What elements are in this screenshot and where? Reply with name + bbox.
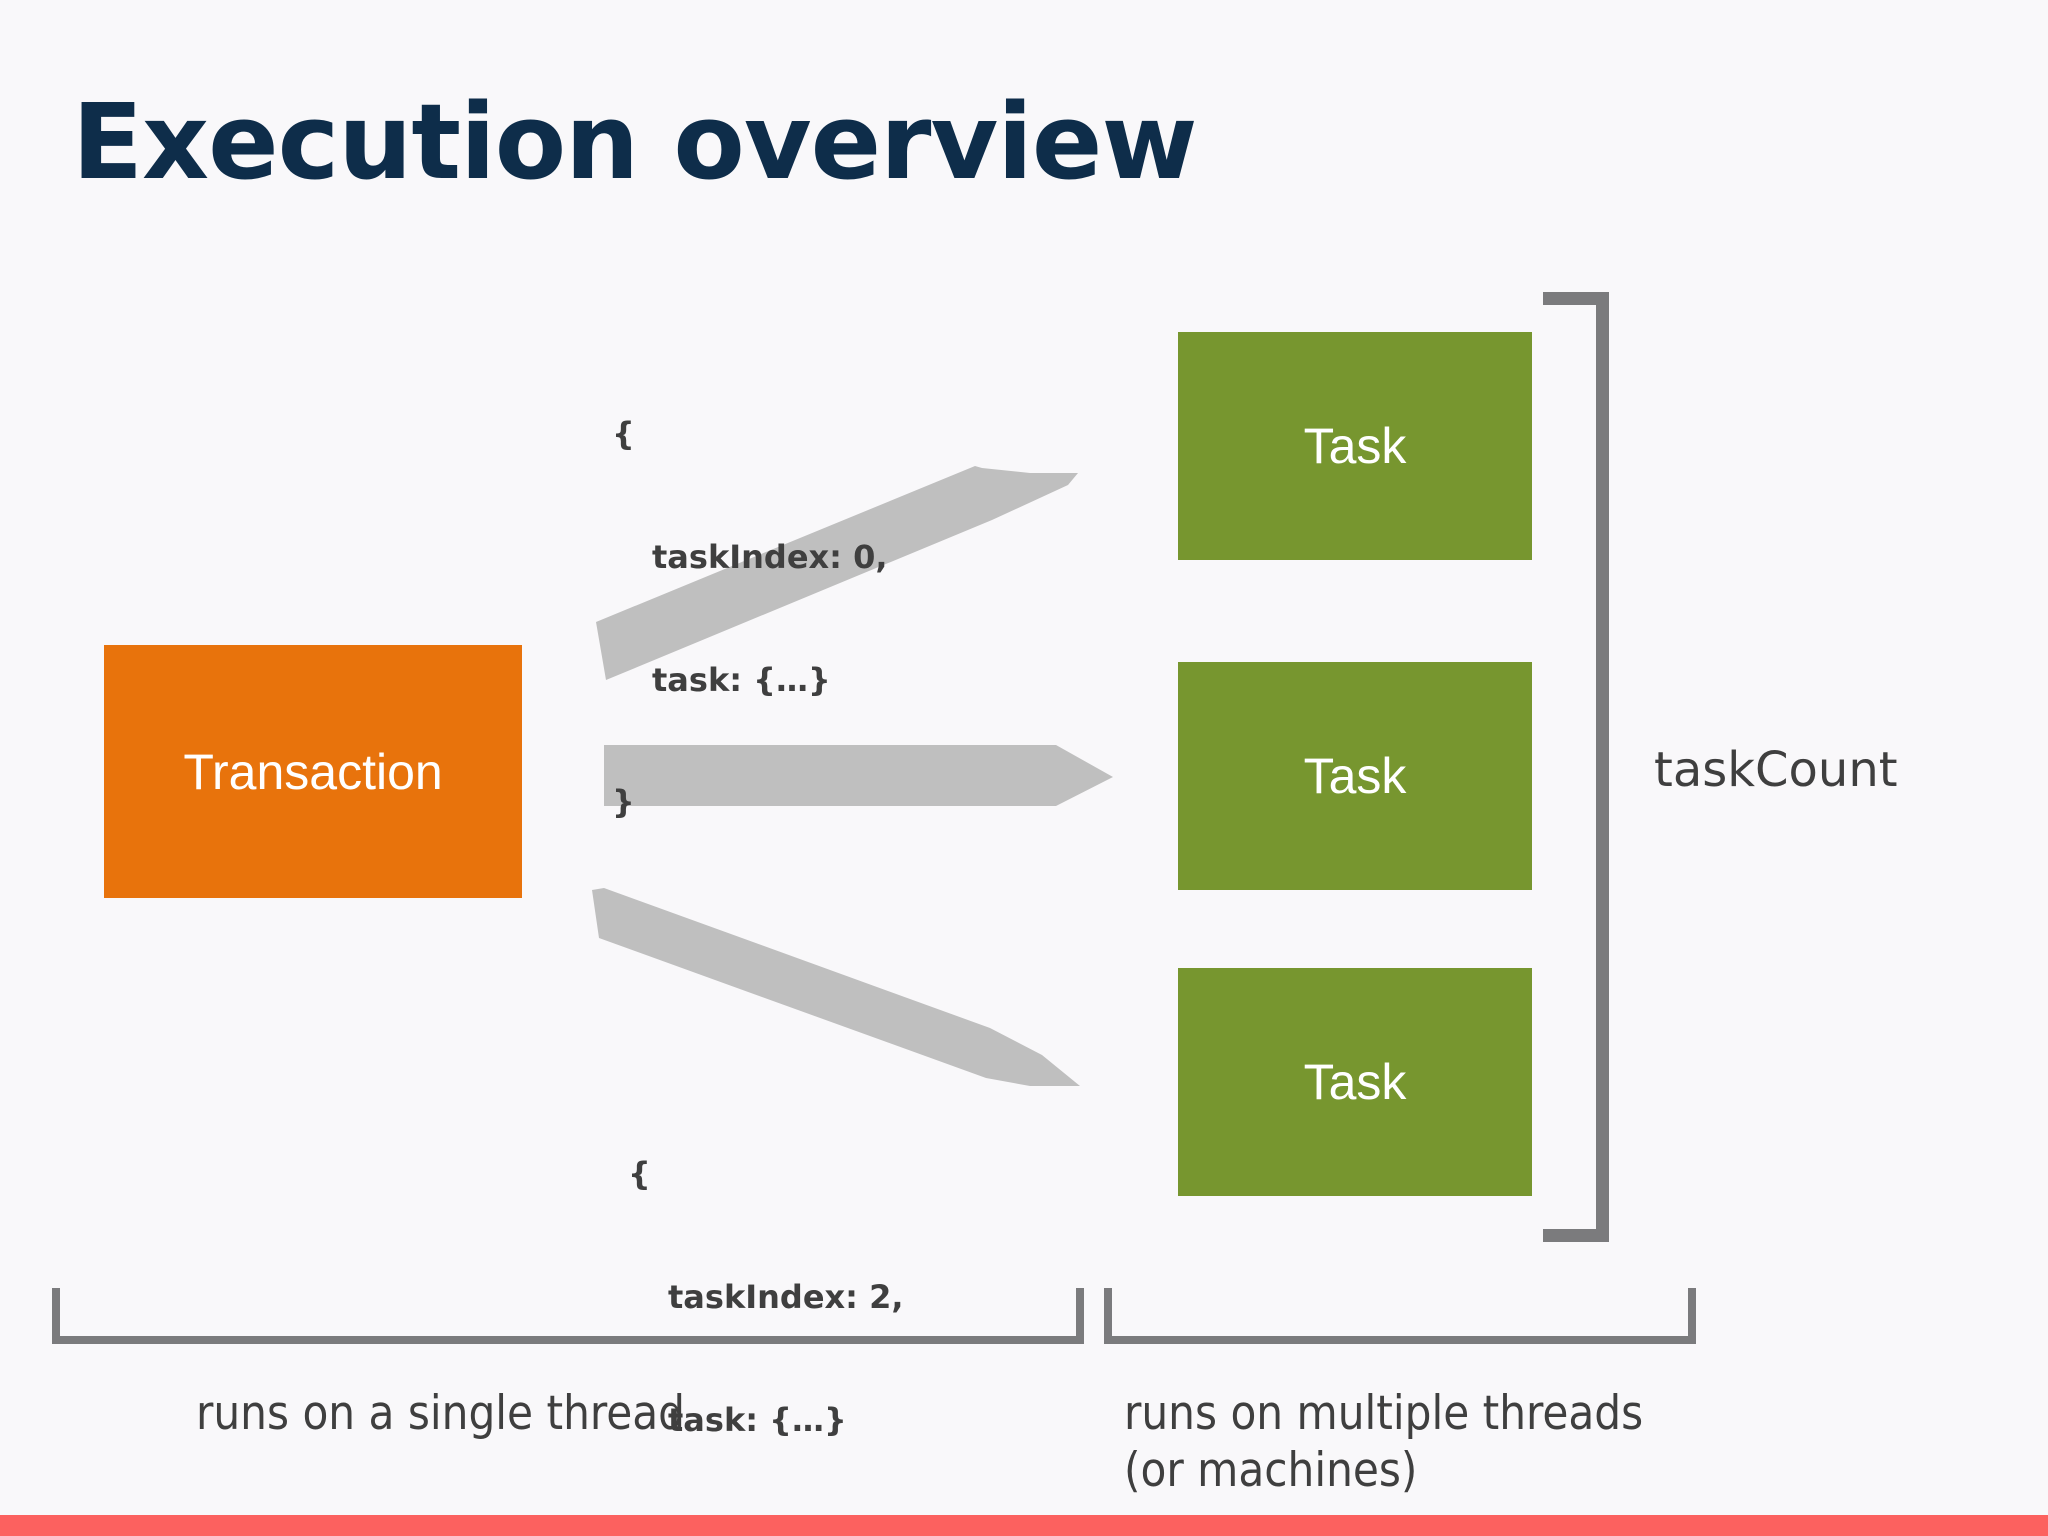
- single-thread-caption: runs on a single thread: [196, 1386, 686, 1441]
- arrow-to-task-2: [592, 888, 1080, 1086]
- payload-task-index: taskIndex: 2,: [668, 1277, 904, 1316]
- task-node-0[interactable]: Task: [1178, 332, 1532, 560]
- payload-annotation-top: { taskIndex: 0, task: {…} }: [612, 332, 888, 905]
- payload-task-object: task: {…}: [668, 1400, 847, 1439]
- single-thread-bracket: [52, 1288, 1084, 1344]
- transaction-node[interactable]: Transaction: [104, 645, 522, 898]
- payload-open-brace: {: [628, 1154, 651, 1193]
- payload-open-brace: {: [612, 414, 635, 453]
- taskcount-bracket: [1543, 292, 1609, 1242]
- payload-task-object: task: {…}: [652, 660, 831, 699]
- task-node-1[interactable]: Task: [1178, 662, 1532, 890]
- task-node-2[interactable]: Task: [1178, 968, 1532, 1196]
- accent-bar: [0, 1515, 2048, 1536]
- payload-close-brace: }: [612, 783, 635, 822]
- multi-thread-bracket: [1104, 1288, 1696, 1344]
- taskcount-label: taskCount: [1654, 742, 1898, 798]
- payload-task-index: taskIndex: 0,: [652, 537, 888, 576]
- multi-thread-caption: runs on multiple threads (or machines): [1124, 1386, 1644, 1499]
- page-title: Execution overview: [72, 81, 1198, 203]
- payload-annotation-bottom: { taskIndex: 2, task: {…} }: [628, 1072, 904, 1536]
